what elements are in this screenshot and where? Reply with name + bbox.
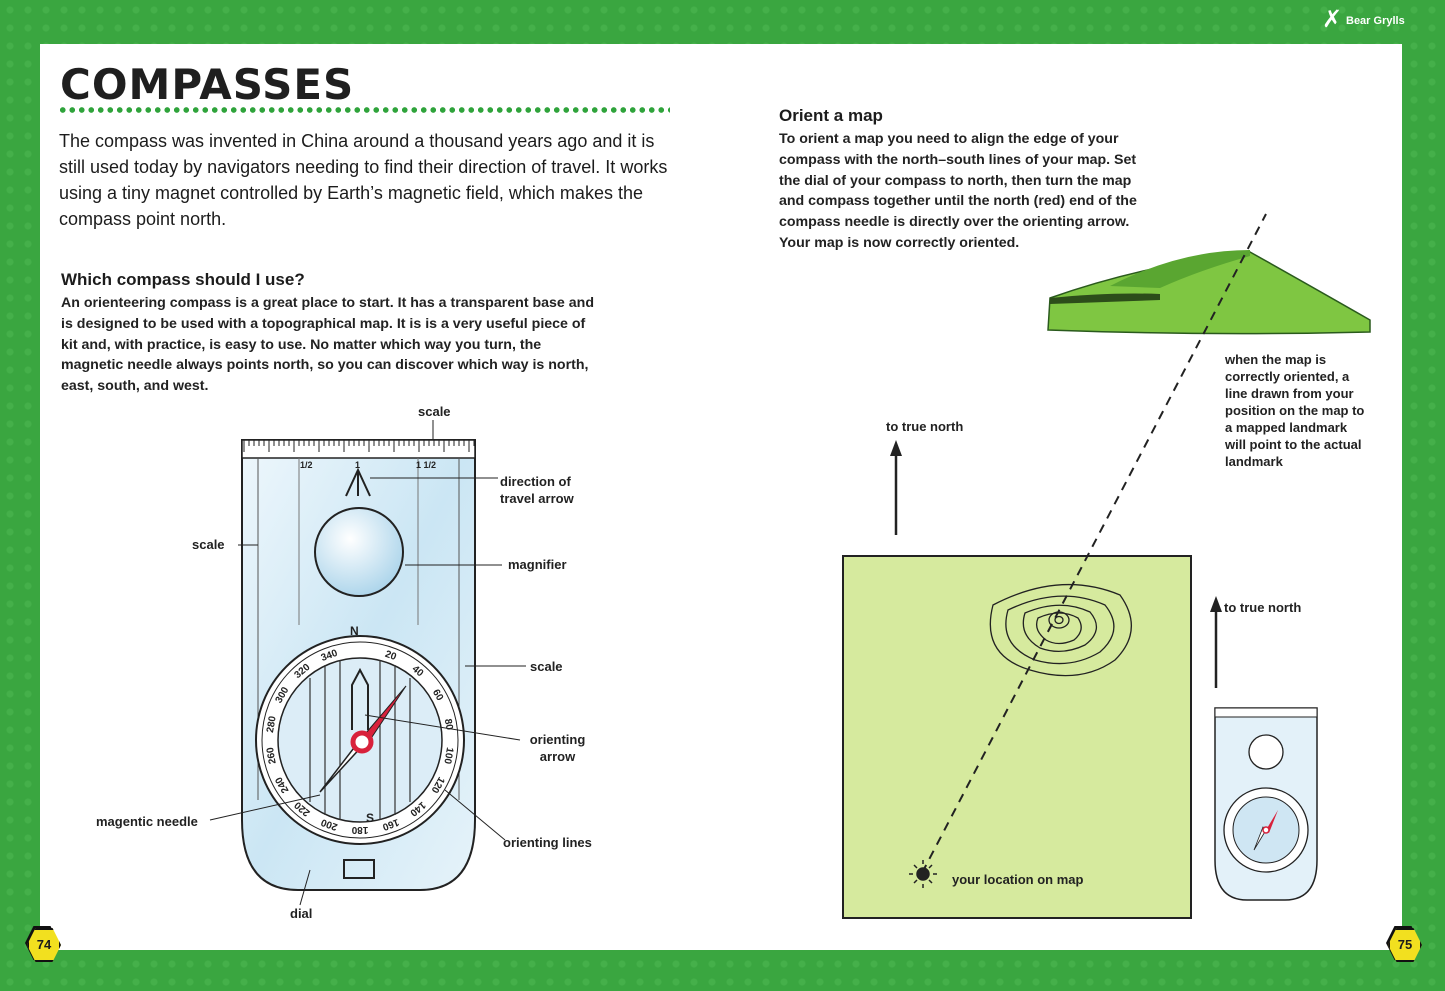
magnifier-lens [314,507,404,597]
direction-of-travel-arrow [345,467,371,497]
svg-text:N: N [350,624,359,638]
scale-label-top: scale [418,404,451,419]
needle-label: magentic needle [96,814,198,829]
ruler-mark: 1/2 [300,460,313,470]
page-title: COMPASSES [60,60,355,109]
lanyard-slot [343,859,375,879]
ruler-mark: 1 [355,460,360,470]
map-illustration [842,213,1371,919]
dial-number: 340 [320,648,340,664]
small-compass [1214,707,1318,901]
dial-number: 60 [430,688,445,704]
orienting-arrow-label: orienting arrow [529,732,586,764]
svg-text:S: S [366,811,374,825]
sight-line [921,213,1267,874]
title-dotted-rule [58,106,670,114]
orienting-arrow [351,667,369,730]
magnifier-label: magnifier [508,557,567,572]
location-marker [909,860,937,888]
dial-number: 280 [265,715,279,734]
orienting-lines [309,660,411,820]
logo-text: Bear Grylls [1346,15,1405,27]
scale-label-left: scale [192,537,225,552]
dial-number: 160 [380,816,400,832]
orient-map-heading: Orient a map [779,106,883,125]
logo-x-icon: ✗ [1322,6,1343,33]
dial-label: dial [290,906,313,921]
direction-arrow-label: direction of travel arrow [500,474,574,506]
dial-number: 20 [384,649,399,663]
orient-map-body: To orient a map you need to align the ed… [779,131,1137,251]
scale-label-right: scale [530,659,563,674]
page-number-left: 74 [27,928,61,962]
dial-number: 100 [441,746,455,765]
true-north-label-1: to true north [886,419,964,434]
ruler-mark: 1 1/2 [416,460,436,470]
ruler-ticks [243,440,475,452]
location-label: your location on map [952,872,1084,887]
dial-number: 260 [265,746,279,765]
orienting-lines-label: orienting lines [503,835,592,850]
true-north-label-2: to true north [1224,600,1302,615]
which-compass-body: An orienteering compass is a great place… [61,295,594,395]
which-compass-heading: Which compass should I use? [61,270,305,289]
dial-number: 180 [351,824,368,835]
map-sheet [842,555,1192,919]
intro-paragraph: The compass was invented in China around… [59,131,668,229]
landmark-note: when the map is correctly oriented, a li… [1225,352,1365,469]
dial-number: 200 [319,816,339,832]
